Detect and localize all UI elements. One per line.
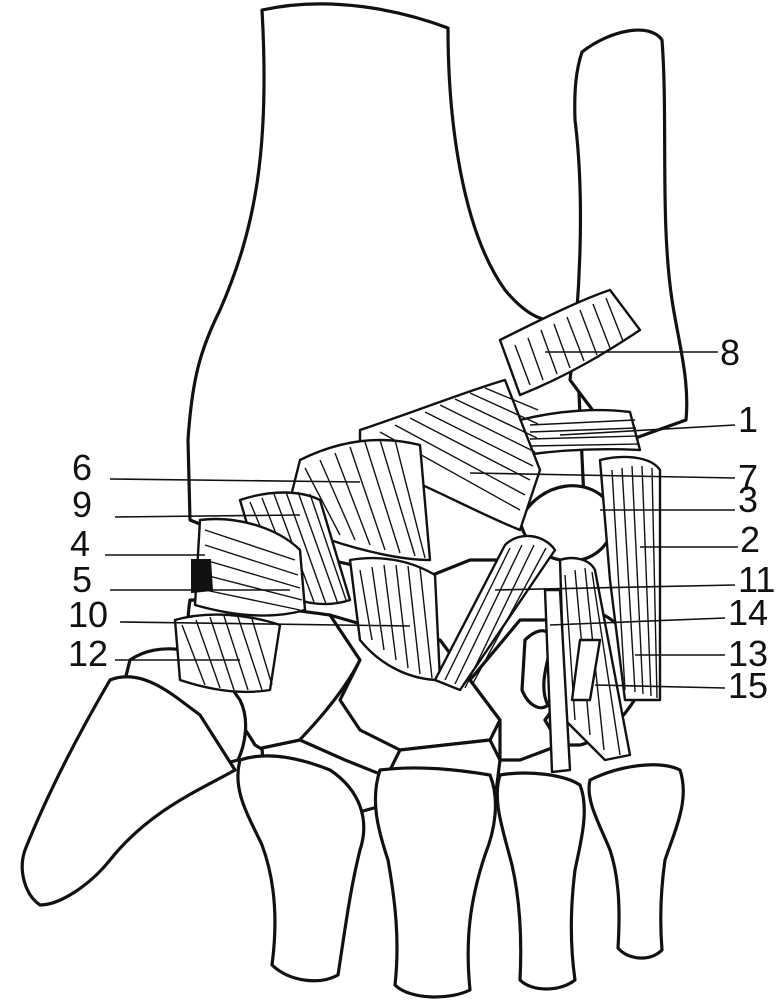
label-10: 10 [68,594,108,635]
label-3: 3 [738,479,758,520]
label-8: 8 [720,332,740,373]
label-1: 1 [738,399,758,440]
ulna-bone [570,30,687,440]
label-6: 6 [72,447,92,488]
label-15: 15 [728,665,768,706]
metacarpal-5 [589,765,683,958]
metacarpal-2 [238,756,364,981]
metacarpal-3 [375,768,495,997]
ligament-12-band [175,615,280,692]
label-12: 12 [68,633,108,674]
label-4: 4 [70,523,90,564]
label-14: 14 [728,592,768,633]
label-9: 9 [72,484,92,525]
ligament-1-band [520,410,640,455]
label-2: 2 [740,519,760,560]
metacarpal-4 [497,773,584,989]
